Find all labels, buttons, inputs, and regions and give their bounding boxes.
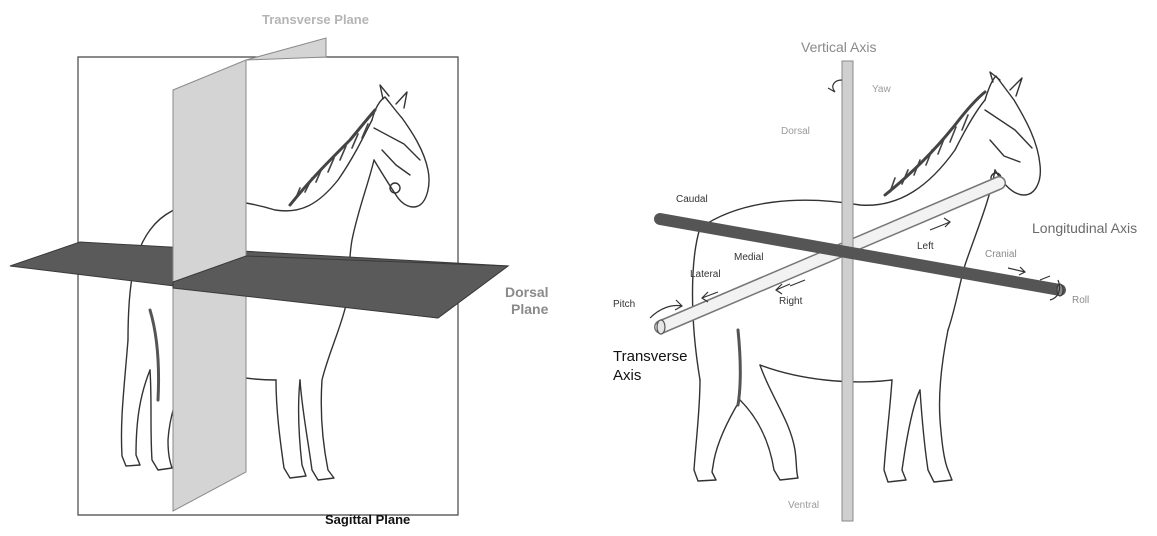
roll-label: Roll — [1072, 295, 1089, 306]
caudal-label: Caudal — [676, 194, 708, 205]
left-planes-figure: Transverse Plane Dorsal Plane Sagittal P… — [10, 12, 549, 527]
dorsal-plane-label-line1: Dorsal — [505, 284, 549, 300]
transverse-axis-label-line2: Axis — [613, 367, 641, 384]
right-label: Right — [779, 296, 803, 307]
longitudinal-axis-label: Longitudinal Axis — [1032, 220, 1137, 236]
medial-label: Medial — [734, 252, 763, 263]
lateral-label: Lateral — [690, 269, 721, 280]
vertical-axis-label: Vertical Axis — [801, 39, 876, 55]
cranial-label: Cranial — [985, 249, 1017, 260]
transverse-axis-label-line1: Transverse — [613, 348, 687, 365]
dorsal-label: Dorsal — [781, 126, 810, 137]
right-axes-figure: Vertical Axis Yaw Dorsal Caudal Longitud… — [613, 39, 1137, 521]
sagittal-plane-top — [246, 38, 326, 60]
pitch-label: Pitch — [613, 299, 635, 310]
yaw-label: Yaw — [872, 84, 891, 95]
transverse-axis — [657, 183, 999, 334]
sagittal-plane-label: Sagittal Plane — [325, 512, 410, 527]
dorsal-plane-label-line2: Plane — [511, 301, 549, 317]
vertical-axis — [842, 61, 853, 521]
transverse-plane-label: Transverse Plane — [262, 12, 369, 27]
ventral-label: Ventral — [788, 500, 819, 511]
left-label: Left — [917, 241, 934, 252]
